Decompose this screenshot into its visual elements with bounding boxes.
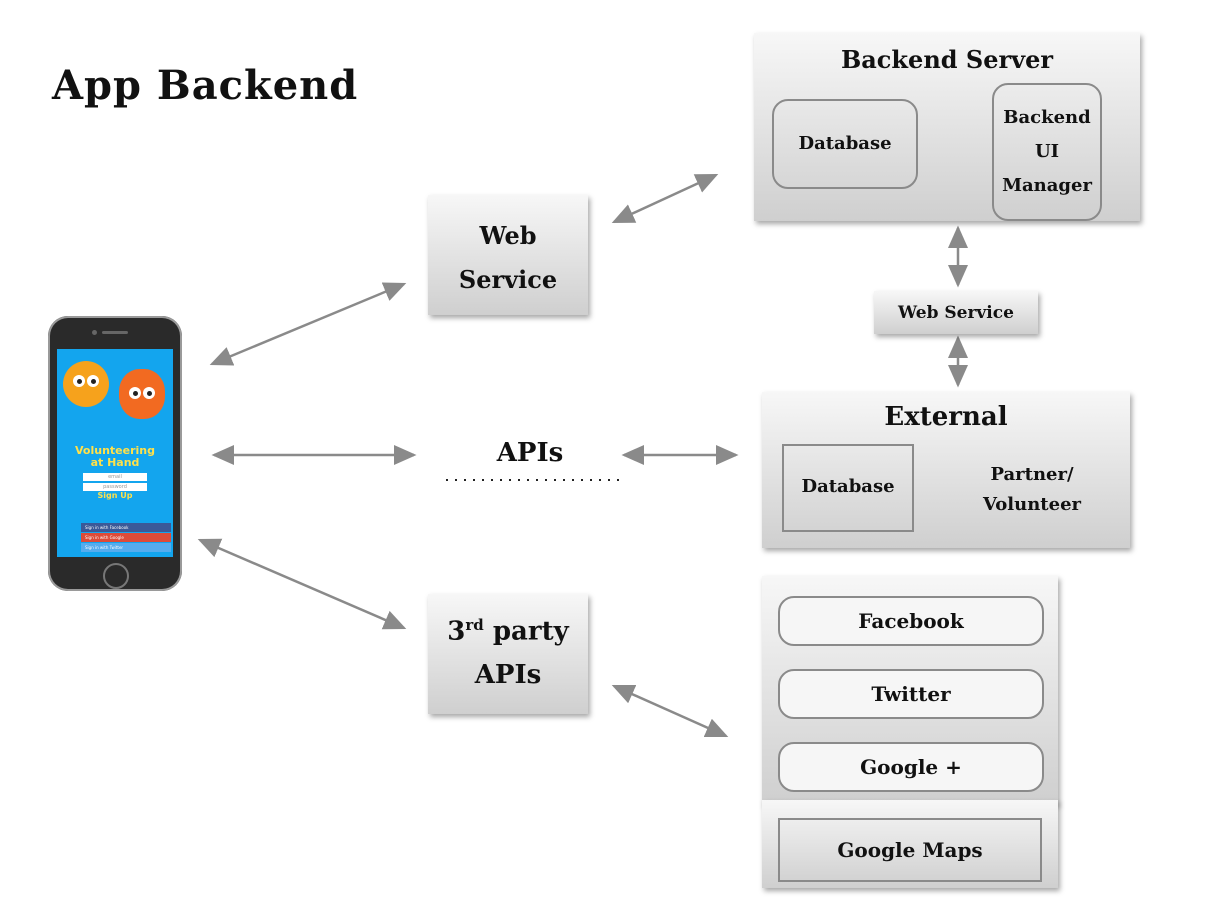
orange-monster-icon xyxy=(63,361,109,407)
arrow-phone-webservice xyxy=(209,282,407,366)
partner-line-1: Partner/ xyxy=(990,464,1074,485)
ui-manager-box: Backend UI Manager xyxy=(992,83,1102,221)
service-facebook: Facebook xyxy=(778,596,1044,646)
home-button[interactable] xyxy=(103,563,129,589)
third-party-apis-box: 3rd party APIs xyxy=(428,594,588,714)
monster-eye-icon xyxy=(129,387,141,399)
service-google-maps: Google Maps xyxy=(778,818,1042,882)
web-service-small-label: Web Service xyxy=(898,303,1014,323)
app-name-line-2: at Hand xyxy=(90,456,140,469)
external-database-label: Database xyxy=(801,476,895,497)
backend-server-box: Backend Server Database Backend UI Manag… xyxy=(754,33,1140,221)
backend-server-title: Backend Server xyxy=(840,45,1054,74)
partner-line-2: Volunteer xyxy=(982,494,1082,515)
external-database-box: Database xyxy=(782,444,914,532)
camera-icon xyxy=(92,330,97,335)
ui-manager-line-1: Backend xyxy=(1003,107,1091,128)
services-box: Facebook Twitter Google + xyxy=(762,576,1058,804)
ui-manager-line-2: UI xyxy=(1034,141,1060,162)
third-party-line-2: APIs xyxy=(474,660,542,690)
service-google-plus: Google + xyxy=(778,742,1044,792)
backend-database-label: Database xyxy=(798,133,892,154)
apis-label: APIs xyxy=(496,438,564,468)
web-service-line-1: Web xyxy=(479,221,537,250)
phone-screen: Volunteering at Hand email password Sign… xyxy=(57,349,173,557)
external-box: External Database Partner/ Volunteer xyxy=(762,392,1130,548)
facebook-signin-button[interactable]: Sign in with Facebook xyxy=(81,523,171,532)
twitter-signin-button[interactable]: Sign in with Twitter xyxy=(81,543,171,552)
app-name: Volunteering at Hand xyxy=(57,445,173,469)
speaker-icon xyxy=(102,331,128,334)
external-title: External xyxy=(884,402,1008,432)
service-twitter: Twitter xyxy=(778,669,1044,719)
third-party-line-1: 3rd party xyxy=(428,616,588,647)
phone-mockup: Volunteering at Hand email password Sign… xyxy=(48,316,182,591)
red-monster-icon xyxy=(119,369,165,419)
web-service-box: Web Service xyxy=(428,195,588,315)
arrow-webservice-backend xyxy=(611,173,719,224)
google-signin-button[interactable]: Sign in with Google xyxy=(81,533,171,542)
third-party-num: 3 xyxy=(447,616,466,647)
email-field[interactable]: email xyxy=(83,473,147,481)
page-title: App Backend xyxy=(52,62,359,109)
arrow-3rdparty-services xyxy=(611,684,729,738)
services-box-ext: Google Maps xyxy=(762,800,1058,888)
third-party-sup: rd xyxy=(465,616,484,634)
web-service-line-2: Service xyxy=(458,265,558,294)
arrow-phone-3rdparty xyxy=(197,538,407,630)
ui-manager-line-3: Manager xyxy=(1002,175,1092,196)
signup-button[interactable]: Sign Up xyxy=(97,491,133,500)
backend-database-box: Database xyxy=(772,99,918,189)
monster-eye-icon xyxy=(73,375,85,387)
monster-eye-icon xyxy=(87,375,99,387)
monster-eye-icon xyxy=(143,387,155,399)
web-service-small-box: Web Service xyxy=(874,291,1038,334)
app-name-line-1: Volunteering xyxy=(75,444,155,457)
third-party-party: party xyxy=(483,616,569,647)
password-field[interactable]: password xyxy=(83,483,147,491)
